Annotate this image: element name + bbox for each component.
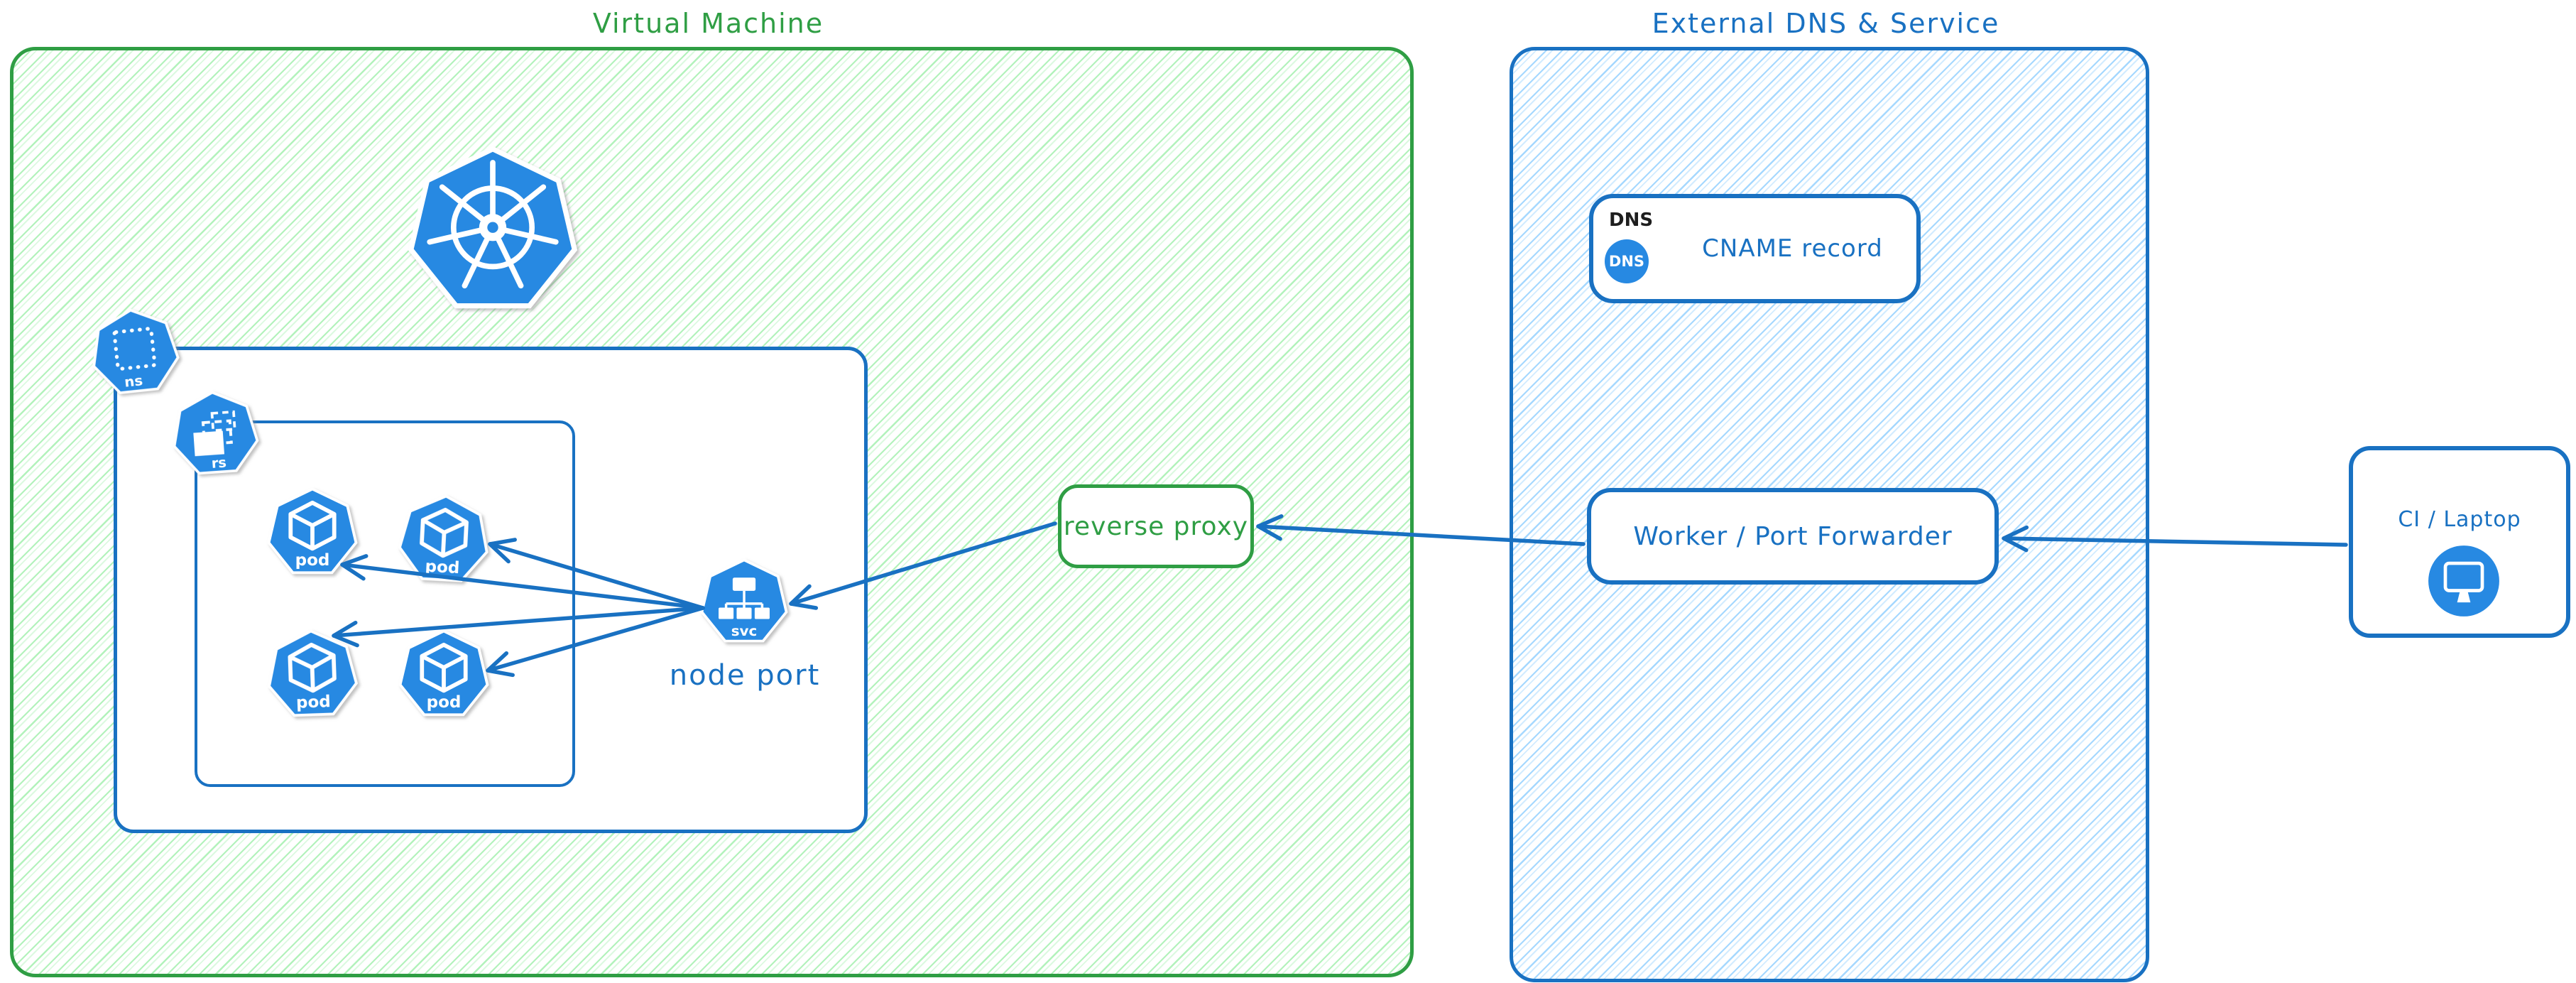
ci-laptop-label: CI / Laptop xyxy=(2398,507,2521,532)
replicaset-icon: rs xyxy=(173,391,259,475)
reverse-proxy-label: reverse proxy xyxy=(1063,511,1249,541)
monitor-icon xyxy=(2428,545,2499,617)
dns-record-box: DNS DNS CNAME record xyxy=(1589,194,1921,303)
svg-text:pod: pod xyxy=(427,693,462,712)
svg-text:rs: rs xyxy=(211,455,227,472)
reverse-proxy-box: reverse proxy xyxy=(1058,484,1254,568)
service-icon: svc xyxy=(700,558,788,643)
worker-port-forwarder-box: Worker / Port Forwarder xyxy=(1587,488,1999,585)
ci-laptop-box: CI / Laptop xyxy=(2349,446,2570,638)
replicaset-box xyxy=(195,420,575,787)
svg-text:pod: pod xyxy=(296,693,332,712)
svg-text:ns: ns xyxy=(124,372,143,391)
dns-icon-label: DNS xyxy=(1608,253,1645,270)
external-group-title: External DNS & Service xyxy=(1652,8,2000,39)
dns-tag-label: DNS xyxy=(1609,210,1654,231)
pod-icon: pod xyxy=(398,494,489,582)
pod-icon: pod xyxy=(267,487,358,575)
cname-record-label: CNAME record xyxy=(1702,234,1883,263)
kubernetes-logo-icon xyxy=(408,146,578,309)
node-port-label: node port xyxy=(669,659,821,692)
vm-group-title: Virtual Machine xyxy=(592,8,824,39)
dns-icon: DNS xyxy=(1605,239,1649,283)
worker-port-forwarder-label: Worker / Port Forwarder xyxy=(1633,521,1953,551)
namespace-icon: ns xyxy=(92,308,180,394)
pod-icon: pod xyxy=(398,629,489,717)
svg-text:pod: pod xyxy=(425,558,460,578)
svg-text:svc: svc xyxy=(731,623,757,639)
pod-icon: pod xyxy=(268,629,358,717)
svg-text:pod: pod xyxy=(295,551,330,570)
